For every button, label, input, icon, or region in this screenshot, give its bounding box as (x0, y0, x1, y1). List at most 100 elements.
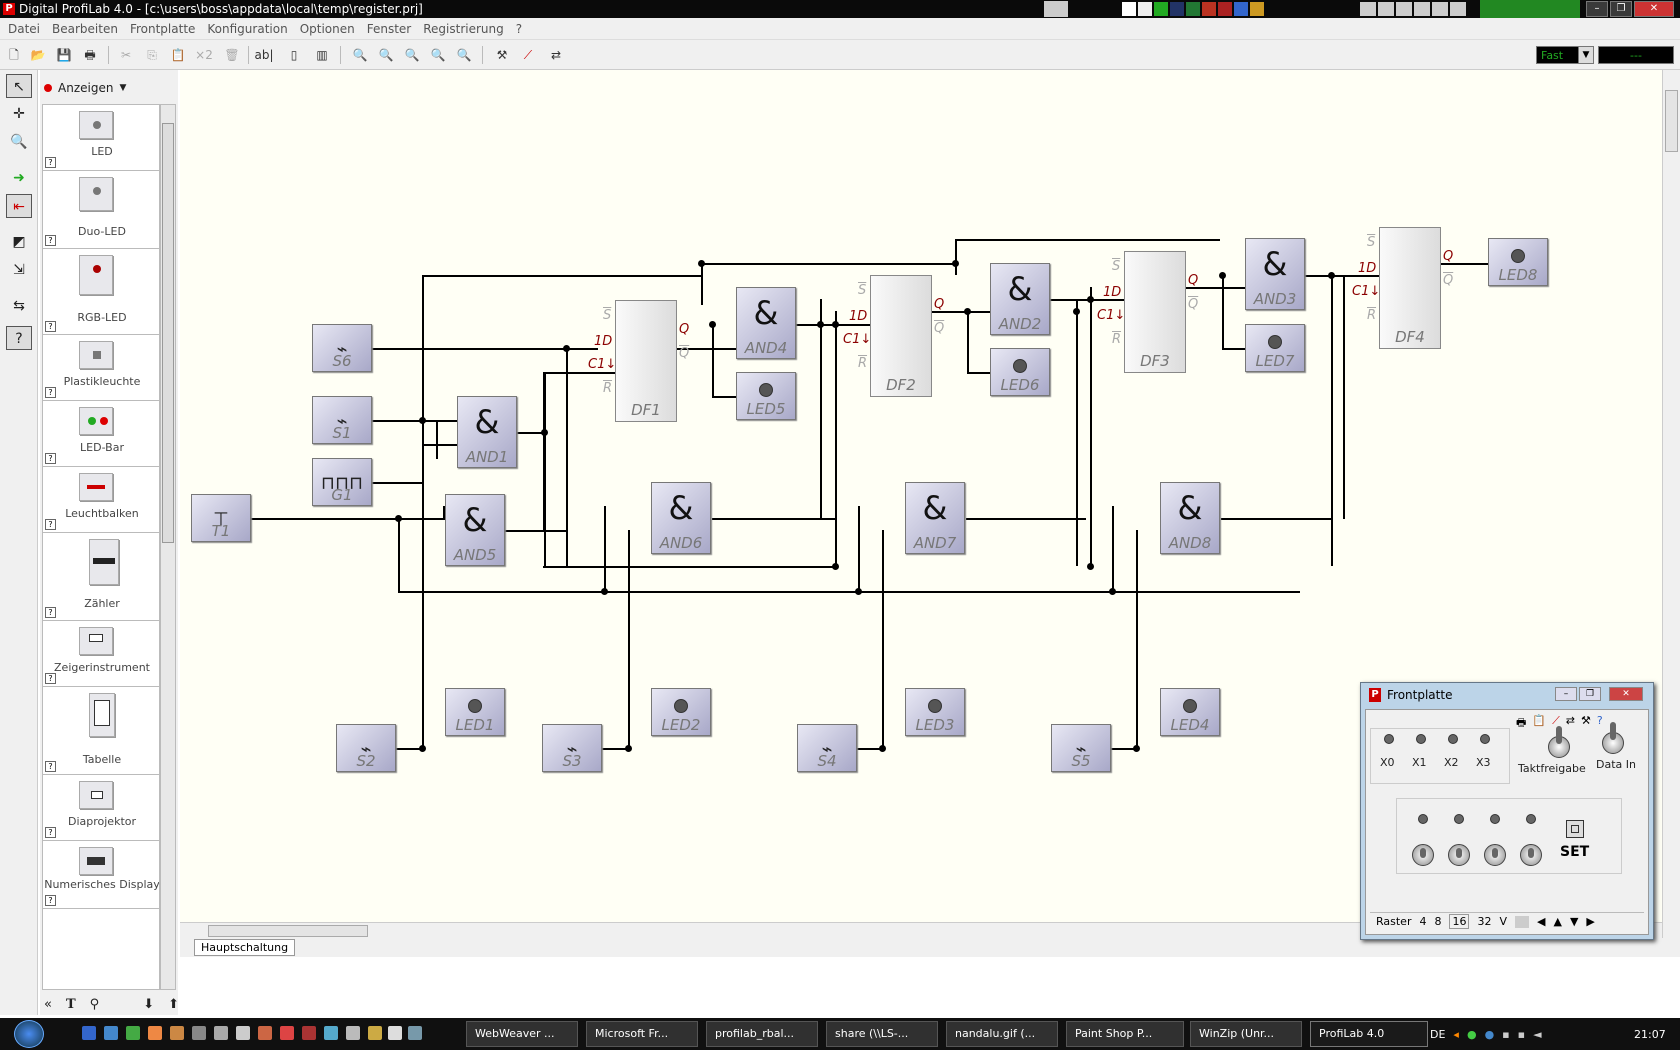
and-gate-and3[interactable]: &AND3 (1245, 238, 1305, 310)
quicklaunch-icon[interactable] (148, 1026, 162, 1040)
raster-option-4[interactable]: 4 (1419, 915, 1427, 928)
arrow-down-icon[interactable]: ▼ (1569, 915, 1579, 928)
move-up-icon[interactable]: ⬆ (168, 996, 179, 1012)
tray-app-icon[interactable]: ● (1484, 1027, 1495, 1041)
menu-fenster[interactable]: Fenster (366, 21, 412, 36)
led-led1[interactable]: LED1 (445, 688, 505, 736)
palette-item-tabelle[interactable]: Tabelle ? (43, 687, 159, 775)
input-toggle-4[interactable] (1520, 834, 1542, 866)
help-icon[interactable]: ? (45, 157, 56, 168)
pointer-tool-icon[interactable]: ↖ (6, 74, 32, 98)
menu-registrierung[interactable]: Registrierung (423, 21, 504, 36)
junction-tool-icon[interactable]: ✛ (13, 106, 25, 122)
open-folder-icon[interactable]: 📂 (30, 48, 46, 62)
and-gate-and7[interactable]: &AND7 (905, 482, 965, 554)
flipflop-df4[interactable]: DF4 (1379, 227, 1441, 349)
flipflop-df2[interactable]: DF2 (870, 275, 932, 397)
quicklaunch-icon[interactable] (214, 1026, 228, 1040)
schematic-canvas[interactable]: ⌁S6 ⌁S1 ⊓⊓⊓G1 ⊤T1 ⌁S2 ⌁S3 ⌁S4 ⌁S5 &AND1 … (180, 70, 1662, 922)
clock[interactable]: 21:07 (1634, 1028, 1666, 1041)
tab-hauptschaltung[interactable]: Hauptschaltung (194, 939, 296, 956)
zoom-in-icon[interactable]: 🔍 (352, 48, 368, 62)
and-gate-and6[interactable]: &AND6 (651, 482, 711, 554)
task-paint-shop[interactable]: Paint Shop P... (1066, 1021, 1184, 1047)
connect-icon[interactable]: ⇄ (1565, 714, 1576, 727)
palette-item-led[interactable]: LED ? (43, 105, 159, 171)
help-icon[interactable]: ? (45, 453, 56, 464)
tool-shortcut-icon[interactable] (1360, 2, 1376, 16)
switch-s6[interactable]: ⌁S6 (312, 324, 372, 372)
quicklaunch-icon[interactable] (302, 1026, 316, 1040)
tray-app-icon[interactable]: ▪ (1502, 1027, 1510, 1041)
acrobat-icon[interactable] (1218, 2, 1232, 16)
help-icon[interactable]: ? (45, 607, 56, 618)
task-microsoft-frontpage[interactable]: Microsoft Fr... (586, 1021, 698, 1047)
page-icon[interactable]: ▯ (290, 48, 298, 62)
flipflop-df1[interactable]: DF1 (615, 300, 677, 422)
collapse-icon[interactable]: « (44, 996, 52, 1012)
palette-item-rgb-led[interactable]: RGB-LED ? (43, 249, 159, 335)
palette-item-leuchtbalken[interactable]: Leuchtbalken ? (43, 467, 159, 533)
zoom-tool-icon[interactable]: 🔍 (10, 134, 28, 150)
and-gate-and1[interactable]: &AND1 (457, 396, 517, 468)
copy-icon[interactable]: ⎘ (147, 48, 157, 62)
data-in-toggle[interactable] (1602, 722, 1624, 754)
task-profilab[interactable]: ProfiLab 4.0 (1310, 1021, 1428, 1047)
and-gate-and8[interactable]: &AND8 (1160, 482, 1220, 554)
language-indicator[interactable]: DE (1430, 1027, 1446, 1041)
help-icon[interactable]: ? (45, 235, 56, 246)
speed-dropdown-icon[interactable]: ▼ (1578, 46, 1594, 64)
arrow-up-icon[interactable]: ▲ (1553, 915, 1562, 928)
delete-icon[interactable]: 🗑 (224, 48, 240, 62)
duplicate-icon[interactable]: ×2 (195, 48, 213, 62)
led-led4[interactable]: LED4 (1160, 688, 1220, 736)
quicklaunch-icon[interactable] (192, 1026, 206, 1040)
tool-shortcut-icon[interactable] (1378, 2, 1394, 16)
input-toggle-3[interactable] (1484, 834, 1506, 866)
switch-s4[interactable]: ⌁S4 (797, 724, 857, 772)
led-led8[interactable]: LED8 (1488, 238, 1548, 286)
scrollbar-thumb[interactable] (208, 925, 368, 937)
task-winzip[interactable]: WinZip (Unr... (1190, 1021, 1302, 1047)
text-icon[interactable]: T (65, 996, 76, 1012)
quicklaunch-icon[interactable] (280, 1026, 294, 1040)
build-tools-icon[interactable]: ⚒ (496, 48, 508, 62)
menu-frontplatte[interactable]: Frontplatte (129, 21, 196, 36)
quicklaunch-icon[interactable] (126, 1026, 140, 1040)
cut-icon[interactable]: ✂ (120, 48, 132, 62)
quicklaunch-icon[interactable] (408, 1026, 422, 1040)
gold-app-icon[interactable] (1250, 2, 1264, 16)
save-icon[interactable]: 💾 (56, 48, 72, 62)
raster-option-v[interactable]: V (1499, 915, 1508, 928)
doc-icon[interactable] (1122, 2, 1136, 16)
palette-item-zaehler[interactable]: Zähler ? (43, 533, 159, 621)
quicklaunch-icon[interactable] (82, 1026, 96, 1040)
tray-network-icon[interactable]: ● (1466, 1027, 1477, 1041)
text-tool-icon[interactable]: ab| (254, 48, 274, 62)
minimize-button[interactable]: – (1555, 687, 1577, 701)
led-led3[interactable]: LED3 (905, 688, 965, 736)
arrow-left-icon[interactable]: ◀ (1537, 915, 1546, 928)
help-icon[interactable]: ? (45, 519, 56, 530)
monitor-icon[interactable] (1044, 1, 1068, 17)
quicklaunch-icon[interactable] (236, 1026, 250, 1040)
close-button[interactable]: ✕ (1634, 1, 1674, 17)
minimize-button[interactable]: – (1586, 1, 1608, 17)
binoculars-icon[interactable]: ⚲ (89, 996, 100, 1012)
taktfreigabe-toggle[interactable] (1548, 726, 1570, 758)
quicklaunch-icon[interactable] (170, 1026, 184, 1040)
quicklaunch-icon[interactable] (324, 1026, 338, 1040)
paste-icon[interactable]: 📋 (170, 48, 186, 62)
tool-shortcut-icon[interactable] (1450, 2, 1466, 16)
menu-datei[interactable]: Datei (8, 21, 41, 36)
close-button[interactable]: ✕ (1609, 687, 1643, 701)
color-swatch[interactable] (1515, 915, 1530, 928)
quicklaunch-icon[interactable] (346, 1026, 360, 1040)
palette-item-duo-led[interactable]: Duo-LED ? (43, 171, 159, 249)
task-profilab-folder[interactable]: profilab_rbal... (706, 1021, 818, 1047)
page-split-icon[interactable]: ▥ (316, 48, 328, 62)
help-icon[interactable]: ? (45, 673, 56, 684)
task-webweaver[interactable]: WebWeaver ... (466, 1021, 578, 1047)
raster-option-8[interactable]: 8 (1434, 915, 1442, 928)
word-icon[interactable] (1170, 2, 1184, 16)
